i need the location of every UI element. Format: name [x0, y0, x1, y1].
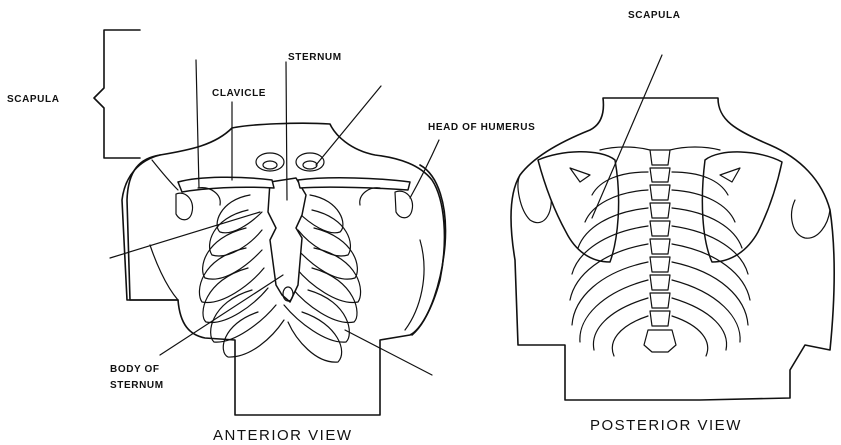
scapula-bracket: [94, 30, 140, 158]
anterior-right-arm: [412, 165, 446, 335]
posterior-left-scapula: [538, 152, 619, 262]
label-scapula-left: SCAPULA: [7, 94, 60, 105]
label-sternum: STERNUM: [288, 52, 342, 63]
anterior-right-clavicle: [298, 178, 410, 190]
label-body-of-sternum-line1: BODY OF: [110, 364, 160, 375]
anterior-left-clavicle: [178, 177, 274, 192]
posterior-torso-outline: [511, 98, 834, 400]
label-clavicle: CLAVICLE: [212, 88, 266, 99]
posterior-view-figure: [511, 98, 834, 400]
label-head-of-humerus: HEAD OF HUMERUS: [428, 122, 535, 133]
posterior-spine: [644, 150, 676, 352]
label-scapula-right: SCAPULA: [628, 10, 681, 21]
label-body-of-sternum-line2: STERNUM: [110, 380, 164, 391]
anterior-view-figure: [122, 123, 446, 415]
posterior-right-scapula: [702, 152, 782, 262]
caption-anterior-view: ANTERIOR VIEW: [213, 427, 353, 444]
caption-posterior-view: POSTERIOR VIEW: [590, 417, 742, 434]
anterior-left-arm: [122, 155, 178, 300]
